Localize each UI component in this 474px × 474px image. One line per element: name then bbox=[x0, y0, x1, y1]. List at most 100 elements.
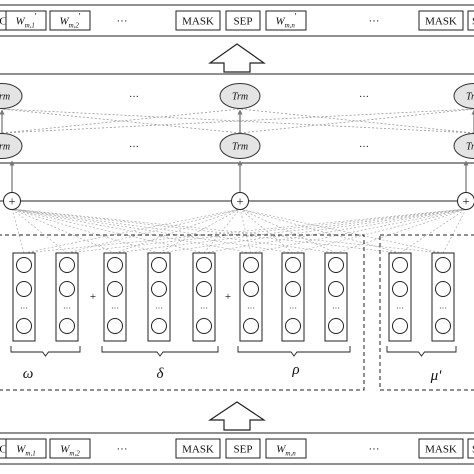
input-row-token-box bbox=[175, 438, 221, 459]
transformer-node bbox=[0, 133, 23, 159]
group-label-rho: ρ bbox=[291, 362, 299, 378]
embedding-vector-dots: ··· bbox=[439, 304, 447, 313]
output-row-token-label: ··· bbox=[369, 16, 380, 28]
sum-connection bbox=[335, 208, 467, 254]
transformer-node-label: Trm bbox=[0, 92, 10, 103]
output-row-token-label: MASK bbox=[425, 16, 457, 28]
sum-connection bbox=[399, 208, 467, 254]
sum-connection bbox=[250, 208, 467, 254]
embedding-unit bbox=[435, 257, 451, 273]
input-row-token-label: S bbox=[472, 444, 474, 456]
input-row-token: MASK bbox=[175, 438, 221, 459]
embedding-brace bbox=[386, 346, 457, 357]
embedding-brace bbox=[10, 346, 81, 357]
embedding-vector-dots: ··· bbox=[247, 304, 255, 313]
input-row-frame bbox=[0, 432, 474, 465]
sum-connection bbox=[203, 208, 467, 254]
transformer-node bbox=[453, 133, 474, 159]
embedding-unit bbox=[392, 318, 408, 334]
input-row-token-box bbox=[265, 438, 307, 459]
embedding-unit bbox=[328, 281, 344, 297]
output-row-token-box bbox=[265, 10, 307, 31]
output-up-arrow bbox=[208, 43, 266, 73]
transformer-nodes: TrmTrmTrm······TrmTrmTrm······ bbox=[0, 83, 474, 159]
transformer-node bbox=[453, 83, 474, 109]
embedding-brace bbox=[101, 346, 219, 357]
embedding-vector: ··· bbox=[281, 252, 305, 342]
input-row-token-label: C bbox=[0, 444, 7, 456]
output-row-token: ··· bbox=[117, 16, 128, 28]
transformer-ellipsis: ··· bbox=[129, 92, 139, 103]
input-row-token-box bbox=[467, 438, 474, 459]
embedding-unit bbox=[107, 281, 123, 297]
embedding-unit bbox=[196, 318, 212, 334]
transformer-ellipsis: ··· bbox=[359, 92, 369, 103]
group-label-mu: μ' bbox=[430, 368, 443, 384]
input-row-token-box bbox=[5, 438, 47, 459]
sum-connection bbox=[11, 208, 25, 254]
sum-connection bbox=[442, 208, 467, 254]
embedding-vector-dots: ··· bbox=[20, 304, 28, 313]
embedding-vector-dots: ··· bbox=[289, 304, 297, 313]
embedding-unit bbox=[243, 281, 259, 297]
transformer-node-label: Trm bbox=[232, 92, 248, 103]
input-row-token-label: Wm,n bbox=[276, 444, 296, 458]
embedding-vector: ··· bbox=[324, 252, 348, 342]
input-row-token-label: SEP bbox=[234, 444, 253, 456]
sum-connection bbox=[11, 208, 116, 254]
embedding-unit bbox=[285, 281, 301, 297]
embedding-unit bbox=[435, 281, 451, 297]
transformer-node bbox=[0, 83, 23, 109]
output-row-token: SEP bbox=[225, 10, 261, 31]
embedding-vector-dots: ··· bbox=[111, 304, 119, 313]
sum-node bbox=[457, 192, 474, 210]
output-row-token-box bbox=[5, 10, 47, 31]
input-row-token-box bbox=[418, 438, 464, 459]
embedding-plus-1: + bbox=[90, 291, 96, 303]
embedding-unit bbox=[243, 318, 259, 334]
sum-connection bbox=[11, 208, 444, 254]
output-row-token-label: Wm,n' bbox=[275, 12, 296, 30]
output-row-token-label: Wm,2' bbox=[59, 12, 80, 30]
sum-nodes: +++ bbox=[3, 192, 474, 210]
output-row-token: Wm,2' bbox=[49, 10, 91, 31]
sum-connection bbox=[11, 208, 205, 254]
sum-connection bbox=[11, 208, 160, 254]
output-row-token-label: S bbox=[472, 16, 474, 28]
embedding-vector: ··· bbox=[239, 252, 263, 342]
embedding-unit bbox=[16, 257, 32, 273]
sum-node bbox=[231, 192, 249, 210]
embedding-plus-2: + bbox=[225, 291, 231, 303]
input-row-token: SEP bbox=[225, 438, 261, 459]
embedding-unit bbox=[392, 257, 408, 273]
transformer-node bbox=[219, 133, 261, 159]
embedding-brace bbox=[237, 346, 351, 357]
embedding-unit bbox=[151, 281, 167, 297]
output-row-token-label: MASK bbox=[182, 16, 214, 28]
embedding-vector-dots: ··· bbox=[332, 304, 340, 313]
embedding-unit bbox=[151, 257, 167, 273]
embedding-unit bbox=[435, 318, 451, 334]
sum-connection bbox=[239, 208, 401, 254]
embedding-unit bbox=[107, 257, 123, 273]
sum-connection bbox=[158, 208, 241, 254]
output-row-token-box bbox=[467, 10, 474, 31]
input-row-token-label: MASK bbox=[182, 444, 214, 456]
embedding-vectors: ······························ bbox=[12, 252, 455, 342]
embedding-unit bbox=[285, 257, 301, 273]
input-row-token-label: ··· bbox=[369, 444, 380, 456]
transformer-node-label: Trm bbox=[466, 92, 474, 103]
embedding-vector-dots: ··· bbox=[155, 304, 163, 313]
sum-connection bbox=[11, 208, 337, 254]
embedding-vector: ··· bbox=[147, 252, 171, 342]
input-row-token-box bbox=[49, 438, 91, 459]
embedding-unit bbox=[328, 318, 344, 334]
input-row-token: ··· bbox=[117, 444, 128, 456]
transformer-node bbox=[219, 83, 261, 109]
sum-connection bbox=[203, 208, 241, 254]
sum-node-symbol: + bbox=[8, 194, 15, 209]
input-row-token: ··· bbox=[369, 444, 380, 456]
